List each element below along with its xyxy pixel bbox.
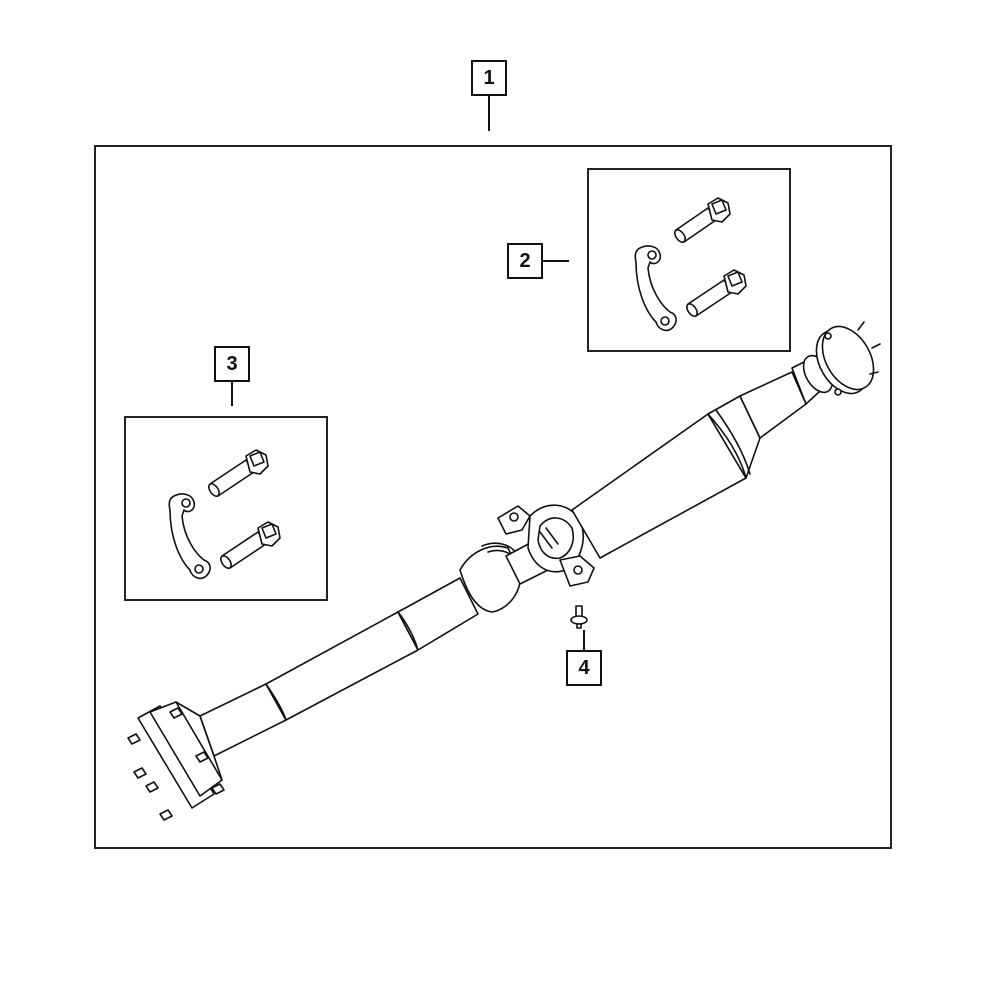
kit-2-retainer-strap bbox=[634, 245, 677, 332]
center-bearing bbox=[497, 504, 595, 587]
callout-3: 3 bbox=[214, 346, 250, 382]
callout-3-leader bbox=[231, 382, 233, 406]
rear-cv-joint bbox=[459, 541, 549, 613]
callout-1-leader bbox=[488, 96, 490, 131]
callout-4-leader bbox=[583, 630, 585, 650]
callout-2-leader bbox=[543, 260, 569, 262]
kit-2-bolt-lower bbox=[686, 269, 747, 317]
front-flex-coupling bbox=[791, 321, 881, 405]
kit-2-bolt-upper bbox=[674, 197, 731, 243]
callout-1: 1 bbox=[471, 60, 507, 96]
front-tube bbox=[571, 371, 807, 559]
assembly-frame bbox=[94, 145, 892, 849]
callout-4: 4 bbox=[566, 650, 602, 686]
rear-flex-coupling bbox=[127, 701, 225, 821]
kit-3-bolt-upper bbox=[208, 449, 269, 497]
kit-3-bolt-lower bbox=[220, 521, 281, 569]
kit-3-frame bbox=[124, 416, 328, 601]
center-bearing-bolt bbox=[570, 605, 588, 629]
rear-tube bbox=[199, 577, 479, 757]
kit-3-retainer-strap bbox=[168, 493, 211, 580]
kit-2-frame bbox=[587, 168, 791, 352]
callout-2: 2 bbox=[507, 243, 543, 279]
